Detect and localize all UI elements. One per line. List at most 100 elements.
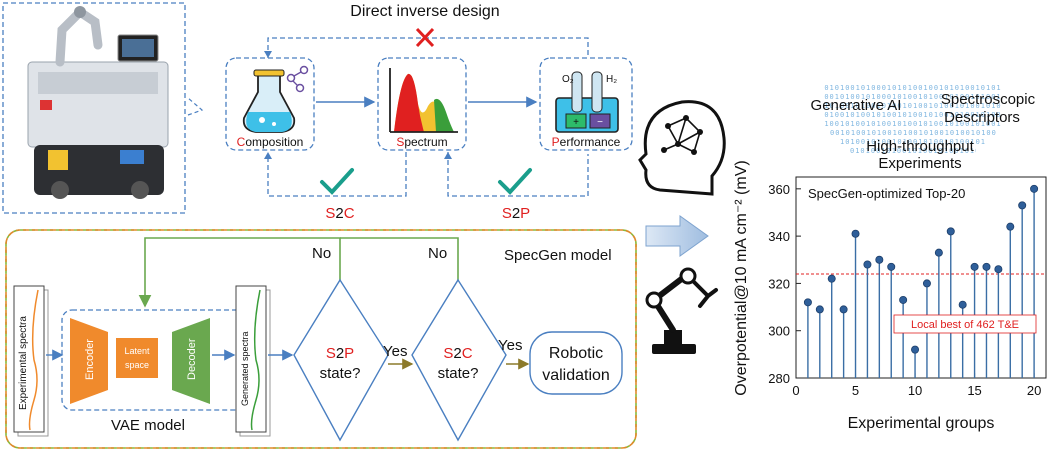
specgen-model-title: SpecGen model — [504, 247, 612, 264]
s2p-decision-line2: state? — [320, 365, 361, 382]
data-point — [1030, 184, 1039, 193]
data-point — [839, 305, 848, 314]
y-tick-label: 300 — [768, 324, 790, 339]
y-tick-label: 360 — [768, 182, 790, 197]
brain-head-icon — [638, 100, 726, 196]
robotic-validation-box — [529, 331, 623, 395]
decoder-block — [172, 318, 210, 404]
right-arrow-icon — [645, 215, 709, 257]
flask-icon — [242, 65, 309, 133]
s2p-check-icon — [498, 168, 532, 195]
data-point — [946, 227, 955, 236]
s2c-path — [267, 152, 407, 197]
y-tick-label: 340 — [768, 229, 790, 244]
red-cross-icon — [415, 27, 435, 48]
x-tick-label: 5 — [852, 383, 859, 398]
s2c-check-icon — [320, 168, 354, 195]
data-point — [827, 274, 836, 283]
robotic-label-2: validation — [542, 367, 610, 384]
data-point — [851, 229, 860, 238]
bit-row-4: 0100101001010010100101001010010100 — [824, 111, 1002, 119]
s2p-path — [447, 152, 589, 197]
latent-label-1: Latent — [124, 346, 150, 356]
encoder-block — [70, 318, 108, 404]
no-label-2: No — [428, 245, 447, 262]
latent-space-block — [116, 338, 158, 378]
data-point — [863, 260, 872, 269]
x-axis-label: Experimental groups — [848, 415, 995, 432]
s2c-label: S2C — [325, 205, 354, 222]
s2p-decision-diamond — [293, 278, 389, 442]
bit-row-5: 1001010010100101001010010100101001 — [824, 120, 1002, 128]
generated-spectra-label: Generated spectra — [240, 331, 250, 406]
yes-label-2: Yes — [498, 337, 522, 354]
x-tick-label: 20 — [1027, 383, 1041, 398]
data-point — [1006, 222, 1015, 231]
svg-text:−: − — [597, 117, 603, 128]
spectrum-icon — [389, 68, 458, 133]
x-tick-label: 10 — [908, 383, 922, 398]
s2c-decision-label: S2C — [443, 345, 472, 362]
bit-row-7: 1010010100101001010010100101001010 — [840, 138, 986, 146]
data-point — [970, 262, 979, 271]
feedback-loop-1 — [138, 237, 341, 308]
robot-arm-icon — [645, 267, 718, 354]
decoder-label: Decoder — [186, 338, 198, 380]
x-tick-label: 0 — [792, 383, 799, 398]
data-point — [934, 248, 943, 257]
data-point — [815, 305, 824, 314]
bit-row-1: 0101001010001010100100101010010101 — [824, 84, 1002, 92]
y-tick-label: 280 — [768, 371, 790, 386]
chart-title: SpecGen-optimized Top-20 — [808, 186, 965, 201]
y-tick-label: 320 — [768, 276, 790, 291]
reference-label: Local best of 462 T&E — [911, 319, 1019, 331]
y-axis-label: Overpotential@10 mA cm⁻² (mV) — [733, 160, 750, 395]
data-point — [911, 345, 920, 354]
data-point — [899, 295, 908, 304]
vae-model-label: VAE model — [111, 417, 185, 434]
o2-label: O₂ — [562, 74, 574, 85]
composition-box: Composition — [225, 57, 315, 151]
data-point — [958, 300, 967, 309]
composition-label: Composition — [237, 135, 304, 149]
direct-inverse-design-label: Direct inverse design — [350, 3, 499, 20]
data-point — [887, 262, 896, 271]
performance-label: Performance — [552, 135, 621, 149]
callout-arrow — [187, 97, 204, 116]
bit-row-6: 0010100101001010010100101001010010 — [830, 129, 996, 137]
data-point — [875, 255, 884, 264]
spectrum-box: Spectrum — [377, 57, 467, 151]
s2p-label: S2P — [502, 205, 530, 222]
svg-text:+: + — [573, 117, 579, 128]
data-point — [994, 265, 1003, 274]
encoder-label: Encoder — [84, 339, 96, 380]
bit-row-3: 1010010100101001010010100101001010 — [824, 102, 1002, 110]
electrolyzer-icon: + − — [555, 71, 619, 133]
robotic-label-1: Robotic — [549, 345, 603, 362]
data-point — [982, 262, 991, 271]
s2c-decision-line2: state? — [438, 365, 479, 382]
generated-spectra-card: Generated spectra — [235, 285, 271, 437]
specgen-panel-overlay — [5, 229, 637, 449]
plot-frame — [795, 176, 1047, 379]
bit-row-2: 0010100101000101001010010100101001 — [824, 93, 1002, 101]
latent-label-2: space — [125, 360, 149, 370]
reference-label-box — [893, 314, 1037, 334]
spectrum-label: Spectrum — [396, 135, 447, 149]
experimental-spectra-card: Experimental spectra — [13, 285, 49, 437]
direct-path — [267, 37, 589, 58]
s2c-decision-diamond — [411, 278, 507, 442]
performance-box: + − O₂ H₂ Performance — [539, 57, 633, 151]
robot-photo-panel — [2, 2, 186, 214]
h2-label: H₂ — [606, 74, 617, 85]
s2p-decision-label: S2P — [326, 345, 354, 362]
data-point — [922, 279, 931, 288]
feedback-loop-2 — [340, 237, 459, 286]
data-point — [1018, 201, 1027, 210]
experimental-spectra-label: Experimental spectra — [18, 316, 29, 410]
no-label-1: No — [312, 245, 331, 262]
x-tick-label: 15 — [967, 383, 981, 398]
